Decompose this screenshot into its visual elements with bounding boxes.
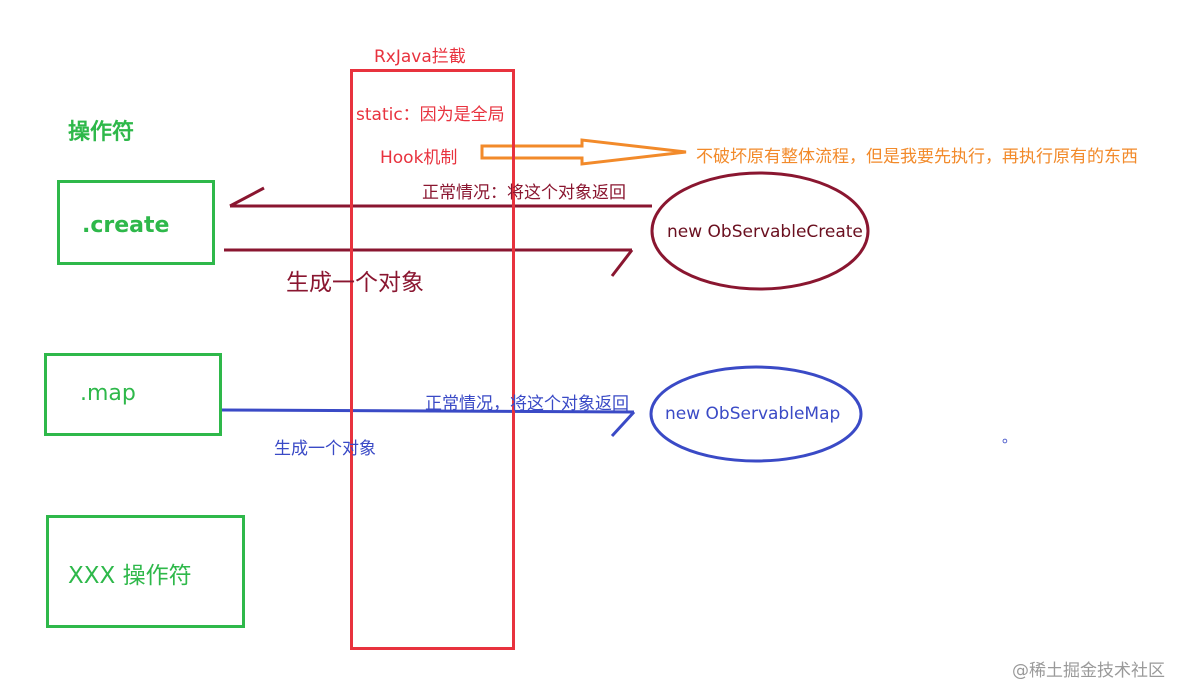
map-generate-line xyxy=(221,408,635,414)
operator-label-xxx: XXX 操作符 xyxy=(68,563,192,589)
stray-mark: 。 xyxy=(1002,428,1018,446)
create-return-label: 正常情况：将这个对象返回 xyxy=(422,183,626,203)
map-generate-head xyxy=(610,410,636,438)
operator-box-xxx xyxy=(46,515,245,628)
create-target-label: new ObServableCreate xyxy=(667,222,863,242)
interceptor-column xyxy=(350,69,515,650)
interceptor-title: RxJava拦截 xyxy=(374,47,466,67)
static-note: static：因为是全局 xyxy=(356,105,505,125)
create-target-ellipse xyxy=(650,171,870,291)
hook-arrow xyxy=(480,138,687,166)
operator-box-create xyxy=(57,180,215,265)
map-return-label: 正常情况，将这个对象返回 xyxy=(425,394,629,414)
watermark: @稀土掘金技术社区 xyxy=(1012,661,1165,681)
operator-box-map xyxy=(44,353,222,436)
create-generate-label: 生成一个对象 xyxy=(286,270,424,296)
map-target-label: new ObServableMap xyxy=(665,404,841,424)
map-target-ellipse xyxy=(649,365,863,463)
create-return-head xyxy=(229,186,265,208)
hook-explanation: 不破坏原有整体流程，但是我要先执行，再执行原有的东西 xyxy=(696,147,1138,167)
map-generate-label: 生成一个对象 xyxy=(274,439,376,459)
create-generate-head xyxy=(610,249,634,277)
operator-label-map: .map xyxy=(80,381,136,406)
operators-heading: 操作符 xyxy=(68,120,135,145)
hook-note: Hook机制 xyxy=(380,148,458,168)
operator-label-create: .create xyxy=(82,213,170,238)
